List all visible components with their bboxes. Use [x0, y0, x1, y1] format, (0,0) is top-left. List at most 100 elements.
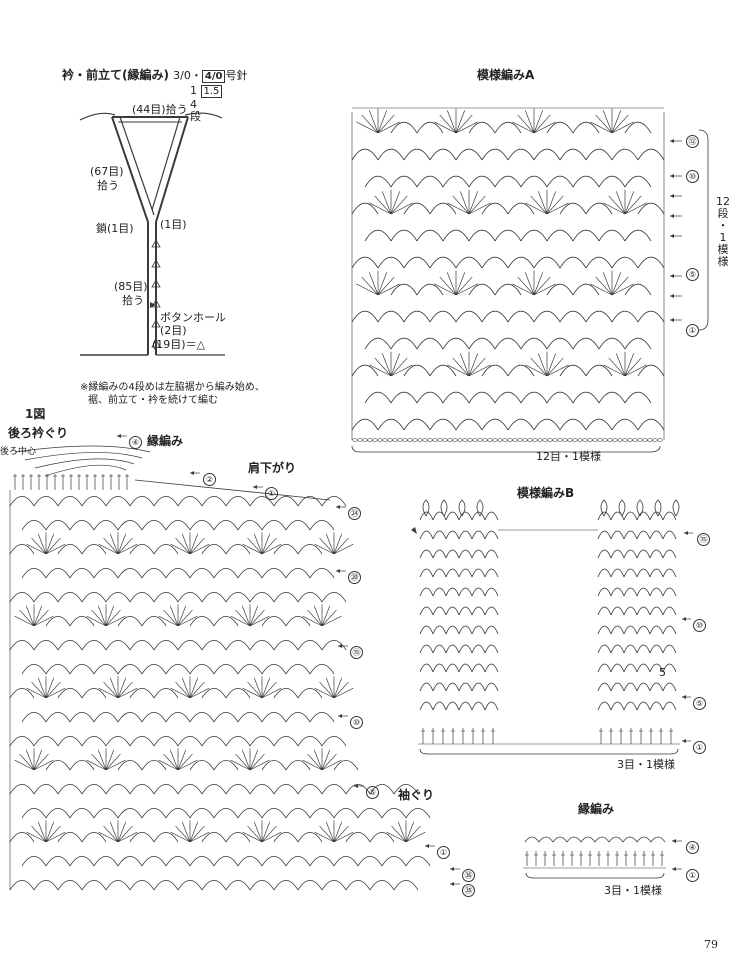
chain-arch [455, 310, 483, 323]
neck-edging-row [24, 452, 143, 461]
chain-arch [419, 587, 434, 597]
chain-arch [364, 337, 392, 350]
shell-stitch [386, 820, 426, 843]
chain-arch [432, 549, 447, 559]
pattern-a-row-1: ① [686, 318, 699, 337]
row-arrowhead [682, 617, 686, 621]
needle-unit: 号針 [225, 69, 248, 82]
foundation-chain [357, 438, 363, 442]
chain-arch [636, 606, 651, 616]
chain-arch [141, 664, 167, 675]
chain-arch [45, 760, 71, 771]
buttonhole-arrow [150, 302, 156, 308]
chain-arch [351, 364, 379, 377]
picot-loop [636, 499, 644, 517]
chain-arch [649, 549, 664, 559]
chain-arch [484, 530, 499, 540]
chain-arch [662, 644, 677, 654]
foundation-chain [387, 438, 393, 442]
chain-arch [165, 568, 191, 579]
foundation-chain [592, 438, 598, 442]
chain-arch [285, 616, 311, 627]
chain-arch [153, 640, 179, 651]
chain-arch [507, 256, 535, 269]
chain-arch [273, 736, 299, 747]
chain-arch [566, 836, 582, 843]
chain-arch [585, 364, 613, 377]
chain-arch [261, 616, 287, 627]
foundation-chain [482, 438, 488, 442]
chain-arch [585, 418, 613, 431]
pattern-a-row-5: ⑤ [686, 262, 699, 281]
chain-arch [432, 682, 447, 692]
chain-arch [445, 701, 460, 711]
foundation-chain [537, 438, 543, 442]
chain-arch [572, 229, 600, 242]
chain-arch [481, 202, 509, 215]
chain-arch [419, 530, 434, 540]
chain-arch [494, 175, 522, 188]
chain-arch [309, 808, 335, 819]
fraction-unit: 段 [190, 110, 201, 123]
shell-stitch [158, 748, 198, 771]
chain-arch [33, 496, 59, 507]
chain-arch [390, 229, 418, 242]
chain-arch [285, 568, 311, 579]
chain-arch [201, 544, 227, 555]
pattern-a-horizontal-repeat: 12目・1模様 [536, 450, 601, 463]
chain-arch [105, 496, 131, 507]
chain-arch [494, 229, 522, 242]
chain-arch [507, 202, 535, 215]
front-pickup-verb: 拾う [122, 294, 144, 307]
shoulder-row-1: ① [265, 481, 278, 500]
chain-arch [623, 701, 638, 711]
chain-arch [416, 283, 444, 296]
chain-arch [484, 606, 499, 616]
chain-arch [309, 712, 335, 723]
front-pickup-count: (85目) [114, 280, 148, 293]
chain-arch [572, 337, 600, 350]
fig1-edging-label: 縁編み [147, 434, 184, 448]
chain-arch [559, 310, 587, 323]
chain-arch [533, 310, 561, 323]
pattern-b-start-marker [411, 527, 417, 534]
chain-arch [533, 148, 561, 161]
row-arrowhead [684, 531, 688, 535]
foundation-chain [442, 438, 448, 442]
row-arrowhead [670, 318, 674, 322]
chain-arch [636, 663, 651, 673]
chain-arch [432, 530, 447, 540]
fig1-edging-row: ④ [129, 430, 142, 449]
foundation-chain [472, 438, 478, 442]
chain-arch [429, 148, 457, 161]
chain-arch [189, 760, 215, 771]
chain-arch [403, 148, 431, 161]
chain-arch [93, 568, 119, 579]
fraction-top: 1 [190, 84, 197, 97]
needle-size-a: 3/0・ [173, 69, 202, 82]
chain-arch [45, 568, 71, 579]
chain-arch [345, 832, 371, 843]
chain-arch [273, 544, 299, 555]
shell-stitch [242, 676, 282, 699]
row-arrowhead [672, 867, 676, 871]
chain-arch [237, 808, 263, 819]
chain-arch [597, 568, 612, 578]
chain-arch [484, 682, 499, 692]
chain-arch [129, 784, 155, 795]
chain-arch [429, 310, 457, 323]
chain-arch [69, 616, 95, 627]
foundation-chain [522, 438, 528, 442]
row-arrowhead [253, 485, 257, 489]
shell-stitch [434, 108, 478, 134]
chain-arch [597, 663, 612, 673]
foundation-chain [397, 438, 403, 442]
chain-arch [585, 310, 613, 323]
chain-arch [177, 640, 203, 651]
foundation-chain [552, 438, 558, 442]
shell-stitch [603, 351, 647, 377]
chain-arch [285, 760, 311, 771]
chain-arch [585, 256, 613, 269]
chain-arch [507, 418, 535, 431]
chain-arch [419, 701, 434, 711]
